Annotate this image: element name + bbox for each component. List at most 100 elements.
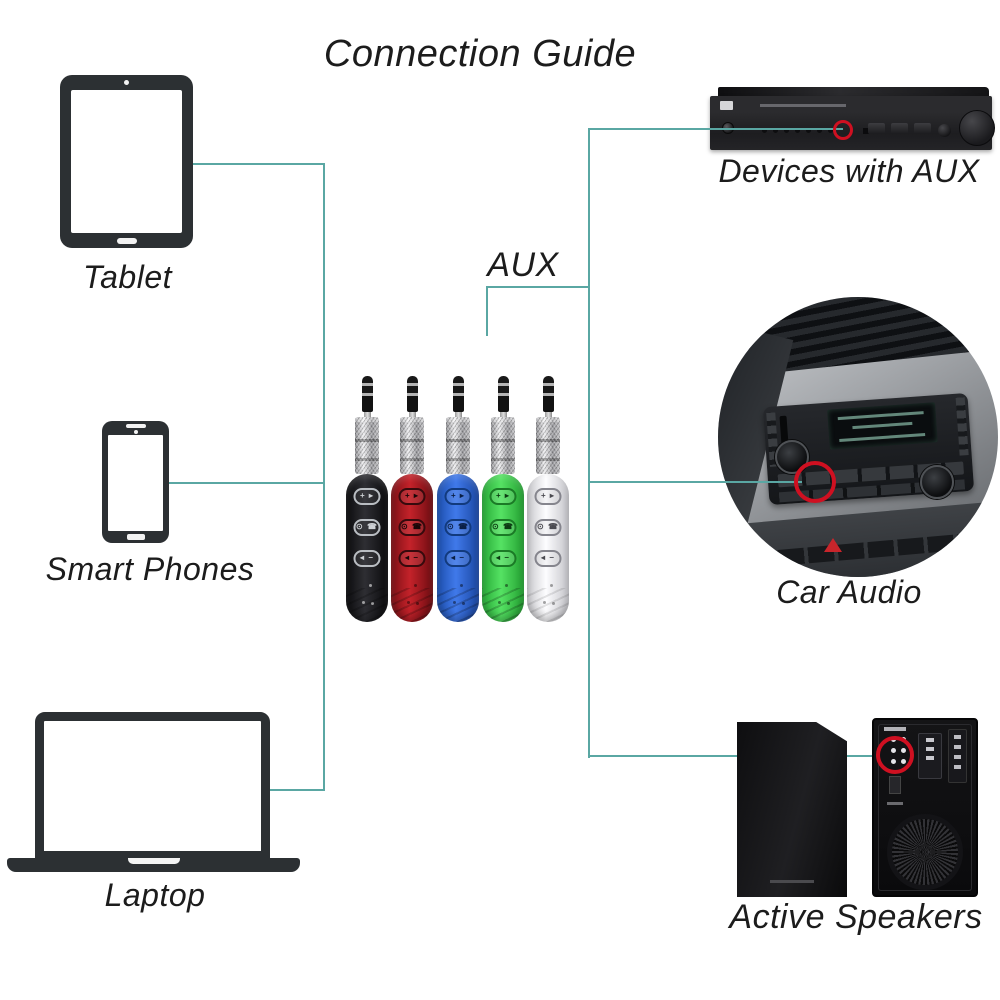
jack-plug-tip	[406, 376, 418, 412]
receiver-body: + ▸ ⊙ ☎ ◂ −	[482, 474, 524, 622]
amplifier-button	[868, 123, 885, 134]
power-call-button: ⊙ ☎	[398, 519, 426, 536]
connector-right-vertical-line	[588, 128, 590, 758]
aux-port-highlight-ring	[876, 736, 914, 774]
jack-shaft	[454, 412, 462, 417]
knurled-barrel	[446, 417, 470, 474]
receiver-body: + ▸ ⊙ ☎ ◂ −	[527, 474, 569, 622]
receiver-body: + ▸ ⊙ ☎ ◂ −	[437, 474, 479, 622]
speaker-back-label	[884, 727, 906, 731]
connector-aux-drop-line	[486, 286, 488, 336]
mic-holes	[361, 601, 374, 605]
car-dashboard-photo	[718, 297, 998, 577]
volume-up-next-button: + ▸	[489, 488, 517, 505]
mic-hole	[414, 584, 418, 587]
prev-volume-down-button: ◂ −	[489, 550, 517, 567]
connector-laptop-line	[268, 789, 325, 791]
grip-ridges	[437, 588, 479, 622]
power-call-button: ⊙ ☎	[444, 519, 472, 536]
speaker-terminal-block	[948, 729, 967, 783]
connector-phone-line	[169, 482, 325, 484]
volume-up-next-button: + ▸	[353, 488, 381, 505]
speaker-small-label	[887, 802, 903, 805]
receiver-body: + ▸ ⊙ ☎ ◂ −	[391, 474, 433, 622]
jack-plug-tip	[361, 376, 373, 412]
jack-shaft	[499, 412, 507, 417]
grip-ridges	[527, 588, 569, 622]
speaker-back-plate	[878, 724, 972, 891]
knurled-barrel	[491, 417, 515, 474]
grip-ridges	[482, 588, 524, 622]
mic-hole	[460, 584, 464, 587]
prev-volume-down-button: ◂ −	[398, 550, 426, 567]
prev-volume-down-button: ◂ −	[534, 550, 562, 567]
speaker-front-photo	[737, 722, 847, 897]
aux-label: AUX	[487, 246, 559, 284]
aux-receiver-green: + ▸ ⊙ ☎ ◂ −	[482, 376, 524, 622]
mic-holes	[406, 601, 419, 605]
amplifier-model-text	[760, 104, 846, 107]
laptop-base	[7, 858, 300, 872]
phone-screen	[108, 435, 163, 531]
devices-with-aux-label: Devices with AUX	[718, 153, 980, 189]
amplifier-logo	[720, 101, 733, 110]
prev-volume-down-button: ◂ −	[444, 550, 472, 567]
aux-port-highlight-ring	[794, 461, 836, 503]
aux-receiver-white: + ▸ ⊙ ☎ ◂ −	[527, 376, 569, 622]
laptop-label: Laptop	[104, 877, 206, 913]
active-speakers-label: Active Speakers	[729, 898, 983, 936]
prev-volume-down-button: ◂ −	[353, 550, 381, 567]
connector-aux-horizontal-line	[486, 286, 589, 288]
knurled-barrel	[355, 417, 379, 474]
tablet-screen	[71, 90, 182, 233]
volume-up-next-button: + ▸	[444, 488, 472, 505]
knurled-barrel	[536, 417, 560, 474]
aux-receiver-black: + ▸ ⊙ ☎ ◂ −	[346, 376, 388, 622]
connector-tablet-line	[193, 163, 324, 165]
car-audio-label: Car Audio	[776, 574, 922, 610]
volume-up-next-button: + ▸	[534, 488, 562, 505]
power-call-button: ⊙ ☎	[489, 519, 517, 536]
speaker-terminal-block	[918, 733, 942, 779]
tablet-home-button	[116, 238, 137, 244]
laptop-notch	[127, 858, 180, 864]
speaker-brand-text	[770, 880, 814, 883]
laptop-icon	[35, 712, 270, 860]
amplifier-button	[914, 123, 931, 134]
smartphone-icon	[102, 421, 169, 543]
radio-display	[827, 402, 938, 450]
receiver-body: + ▸ ⊙ ☎ ◂ −	[346, 474, 388, 622]
mic-holes	[452, 601, 465, 605]
speaker-vent-grille	[887, 814, 963, 890]
jack-plug-tip	[452, 376, 464, 412]
connector-speakers-line	[590, 755, 878, 757]
connector-left-vertical-line	[323, 163, 325, 791]
speaker-switch	[889, 776, 901, 794]
power-call-button: ⊙ ☎	[353, 519, 381, 536]
jack-plug-tip	[542, 376, 554, 412]
aux-receiver-red: + ▸ ⊙ ☎ ◂ −	[391, 376, 433, 622]
phone-home-button	[126, 534, 145, 540]
jack-shaft	[544, 412, 552, 417]
amplifier-ir-window	[863, 128, 869, 134]
smart-phones-label: Smart Phones	[45, 551, 255, 587]
amplifier-button	[891, 123, 908, 134]
aux-receiver-blue: + ▸ ⊙ ☎ ◂ −	[437, 376, 479, 622]
power-call-button: ⊙ ☎	[534, 519, 562, 536]
radio-side-buttons	[955, 397, 969, 456]
connector-amplifier-line	[590, 128, 843, 130]
radio-right-knob	[920, 465, 954, 499]
amplifier-photo	[710, 87, 995, 150]
jack-plug-tip	[497, 376, 509, 412]
page-title: Connection Guide	[323, 33, 637, 75]
tablet-label: Tablet	[83, 259, 172, 295]
tablet-camera-dot	[124, 80, 129, 85]
aux-port-highlight-ring	[833, 120, 853, 140]
jack-shaft	[363, 412, 371, 417]
phone-camera-dot	[133, 430, 138, 434]
phone-speaker-slot	[125, 424, 146, 428]
connector-car-line	[590, 481, 802, 483]
amplifier-volume-knob	[959, 110, 995, 146]
knurled-barrel	[400, 417, 424, 474]
